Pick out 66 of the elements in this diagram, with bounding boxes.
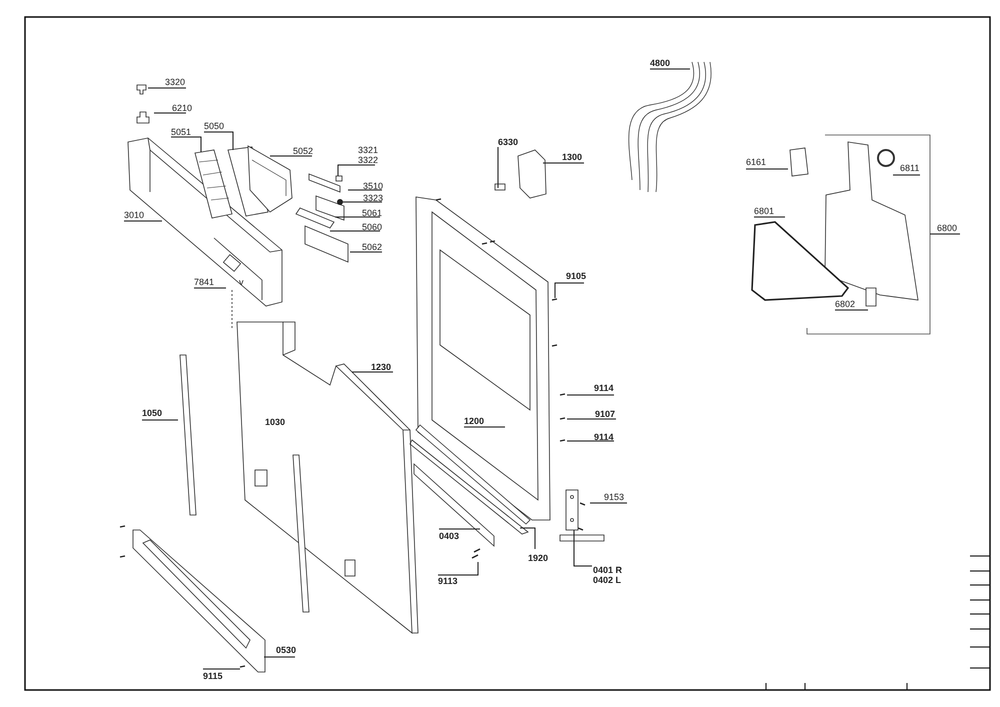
leader-line xyxy=(204,132,234,150)
part-number: 0403 xyxy=(439,531,460,541)
leader-line xyxy=(520,528,536,550)
clip-part xyxy=(336,176,342,182)
part-number: 1030 xyxy=(265,416,286,429)
leader-line xyxy=(554,282,584,298)
part-number: 5051 xyxy=(171,127,192,137)
leader-line xyxy=(264,656,296,658)
leader-line xyxy=(590,502,628,504)
part-number: 5060 xyxy=(362,222,382,232)
part-number: 3321 xyxy=(358,145,378,155)
part-number: 1050 xyxy=(142,408,162,418)
leader-line xyxy=(754,216,786,218)
part-number: 0530 xyxy=(276,645,296,655)
leader-line xyxy=(170,136,202,152)
part-number: 6811 xyxy=(900,163,920,173)
position-mark: v xyxy=(239,277,244,287)
part-number: 5061 xyxy=(362,208,382,218)
part-number: 0401 R xyxy=(593,565,622,575)
part-number: 5050 xyxy=(204,121,224,131)
leader-line xyxy=(892,174,920,176)
leader-line xyxy=(574,530,592,566)
part-number: 3510 xyxy=(363,181,384,191)
part-number: 1300 xyxy=(562,152,582,162)
leader-line xyxy=(124,220,162,222)
leader-line xyxy=(566,394,614,396)
part-number: 3320 xyxy=(165,77,186,87)
part-number: 1200 xyxy=(464,416,484,426)
part-number: 9105 xyxy=(566,271,586,281)
part-number: 7841 xyxy=(194,277,214,287)
part-number: 3322 xyxy=(358,155,378,165)
part-number: 9114 xyxy=(594,383,614,393)
leader-line xyxy=(438,528,480,530)
part-number: 1920 xyxy=(528,553,548,563)
leader-line xyxy=(202,668,240,670)
part-number: 9113 xyxy=(438,576,458,586)
leader-line xyxy=(154,112,186,114)
part-number: 3010 xyxy=(124,210,144,220)
part-number: 6801 xyxy=(754,206,774,216)
leader-line xyxy=(334,216,380,218)
leader-line xyxy=(464,426,506,428)
part-number: 1230 xyxy=(371,362,392,372)
part-number: 3323 xyxy=(363,193,384,203)
ball-part xyxy=(337,199,343,205)
leader-line xyxy=(566,440,614,442)
part-number: 6161 xyxy=(746,157,766,167)
leader-line xyxy=(566,418,616,420)
part-number: 5062 xyxy=(362,242,382,252)
part-number: 6802 xyxy=(835,299,856,309)
part-number: 6330 xyxy=(498,137,518,147)
part-number: 6800 xyxy=(937,223,958,233)
hinge-plate-drawing xyxy=(566,490,578,530)
part-number: 6210 xyxy=(172,103,192,113)
leader-line xyxy=(438,562,478,576)
leader-line xyxy=(542,162,584,164)
part-number: 5052 xyxy=(293,146,314,156)
part-number: 9114 xyxy=(594,432,614,442)
leader-line xyxy=(330,230,380,232)
leader-line xyxy=(746,168,788,170)
leader-line xyxy=(650,68,690,70)
leader-line xyxy=(338,164,376,176)
part-number: 9153 xyxy=(604,492,624,502)
part-number: 9115 xyxy=(203,671,223,681)
part-number: 4800 xyxy=(650,58,670,68)
part-number: 9107 xyxy=(595,409,616,419)
part-number: 0402 L xyxy=(593,575,622,585)
